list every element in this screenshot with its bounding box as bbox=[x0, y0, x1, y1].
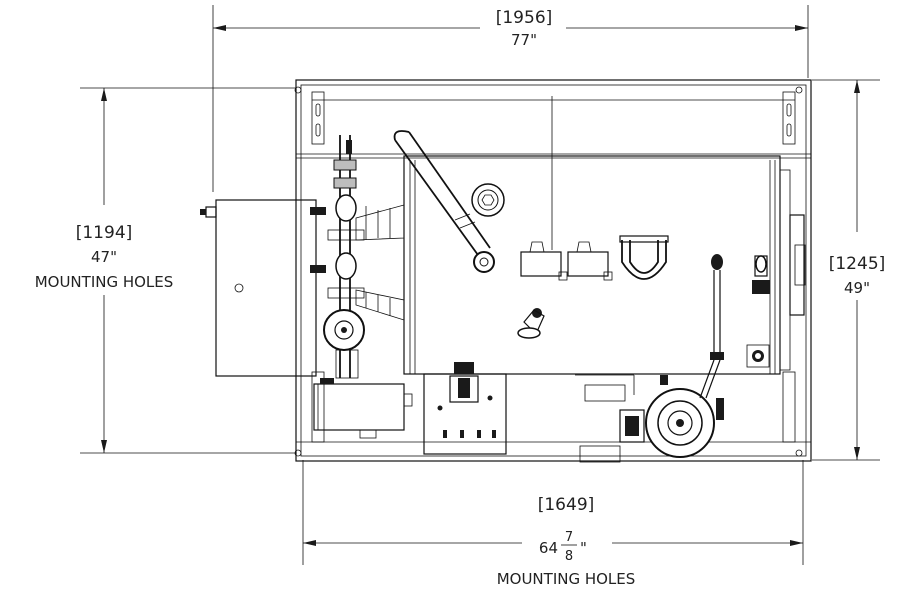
sight-gauge bbox=[710, 254, 770, 360]
bottom-dimension-mm: [1649] bbox=[538, 495, 595, 515]
left-dimension-mm: [1194] bbox=[76, 223, 133, 243]
fill-cap bbox=[471, 183, 505, 217]
drain-fitting bbox=[517, 308, 545, 339]
center-bracket bbox=[423, 362, 507, 455]
left-dimension-note: MOUNTING HOLES bbox=[35, 273, 174, 291]
valve-assembly bbox=[310, 135, 405, 379]
electrical-enclosure bbox=[200, 199, 317, 377]
right-end-panel bbox=[746, 169, 806, 371]
top-dimension-mm: [1956] bbox=[496, 8, 553, 28]
bottom-dimension-numerator: 7 bbox=[565, 530, 573, 545]
motor-unit bbox=[313, 378, 413, 439]
bottom-dimension-denominator: 8 bbox=[565, 549, 573, 564]
dimension-labels: [1956] 77" [1194] 47" MOUNTING HOLES [12… bbox=[35, 8, 886, 588]
circulation-pump bbox=[575, 359, 724, 463]
right-dimension-mm: [1245] bbox=[829, 254, 886, 274]
bottom-dimension-whole: 64 bbox=[539, 539, 558, 557]
pipe-arm bbox=[393, 130, 495, 273]
bottom-dimension-unit: " bbox=[580, 539, 587, 557]
dimension-lines bbox=[80, 5, 880, 565]
u-bracket bbox=[619, 235, 669, 280]
heater-elements bbox=[520, 96, 613, 281]
top-dimension-inches: 77" bbox=[511, 31, 537, 49]
right-dimension-inches: 49" bbox=[844, 279, 870, 297]
bottom-dimension-note: MOUNTING HOLES bbox=[497, 570, 636, 588]
base-frame bbox=[294, 79, 812, 462]
main-tank bbox=[403, 155, 781, 375]
left-dimension-inches: 47" bbox=[91, 248, 117, 266]
